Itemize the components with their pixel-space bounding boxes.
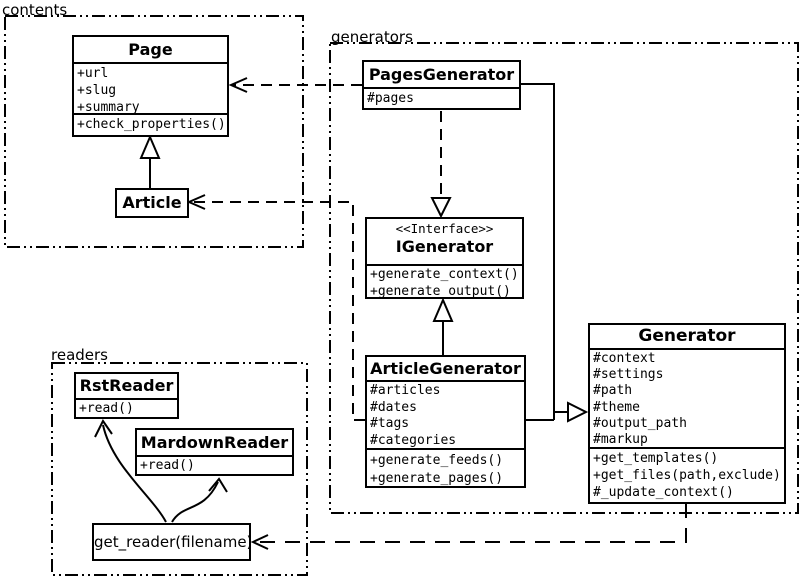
method: +check_properties() — [77, 117, 226, 132]
articlegenerator-article-dependency-arrowhead — [186, 194, 206, 210]
generator-getreader-dependency-line — [256, 503, 687, 543]
attribute: #output_path — [593, 415, 687, 431]
attribute: #context — [593, 351, 656, 366]
contents-package-label: contents — [2, 1, 68, 19]
getreader-mardownreader-arrow-curve — [171, 481, 219, 523]
method: +generate_pages() — [370, 470, 504, 486]
class-page-attributes: +url +slug +summary — [74, 64, 227, 115]
generator-getreader-dependency-arrowhead — [250, 534, 269, 550]
generators-package-label: generators — [331, 28, 413, 46]
pagesgenerator-igenerator-realization-triangle — [430, 197, 452, 219]
method: #_update_context() — [593, 485, 734, 501]
class-pages-generator: PagesGenerator #pages — [362, 60, 521, 110]
class-igenerator-name: IGenerator — [395, 237, 494, 256]
method: +get_templates() — [593, 451, 719, 466]
attribute: #dates — [370, 399, 417, 415]
class-page: Page +url +slug +summary +check_properti… — [72, 35, 229, 137]
class-pages-generator-attributes: #pages — [364, 89, 519, 107]
class-mardown-reader: MardownReader +read() — [135, 428, 294, 476]
class-mardown-reader-methods: +read() — [137, 457, 292, 474]
class-mardown-reader-name: MardownReader — [137, 430, 292, 457]
class-article-generator-attributes: #articles #dates #tags #categories — [367, 382, 524, 448]
attribute: #articles — [370, 383, 441, 398]
method: +generate_feeds() — [370, 453, 504, 468]
attribute: #pages — [367, 91, 414, 106]
class-igenerator-methods: +generate_context() +generate_output() — [367, 266, 522, 300]
class-rst-reader: RstReader +read() — [74, 372, 179, 419]
get-reader-node: get_reader(filename) — [92, 523, 253, 561]
attribute: +slug — [77, 83, 117, 98]
pagesgenerator-page-dependency-arrowhead — [228, 77, 248, 93]
readers-package-label: readers — [51, 346, 108, 364]
class-page-methods: +check_properties() — [74, 113, 227, 134]
attribute: +summary — [77, 100, 140, 115]
getreader-rstreader-arrowhead — [94, 419, 113, 438]
attribute: #theme — [593, 399, 640, 415]
attribute: +url — [77, 66, 109, 81]
class-article-generator: ArticleGenerator #articles #dates #tags … — [365, 355, 526, 488]
contents-package-border — [4, 15, 304, 248]
method: +read() — [140, 458, 195, 473]
class-article-name: Article — [122, 193, 182, 212]
pagesgenerator-generator-inheritance-line — [520, 83, 555, 420]
class-generator-attributes: #context #settings #path #theme #output_… — [590, 350, 784, 447]
class-generator: Generator #context #settings #path #them… — [588, 323, 786, 504]
class-article-generator-methods: +generate_feeds() +generate_pages() — [367, 448, 524, 487]
class-generator-name: Generator — [590, 325, 784, 350]
class-rst-reader-methods: +read() — [76, 400, 177, 417]
method: +generate_context() — [370, 267, 519, 282]
method: +get_files(path,exclude) — [593, 468, 781, 484]
articlegenerator-article-dependency-line — [191, 201, 365, 421]
method: +generate_output() — [370, 283, 511, 299]
attribute: #tags — [370, 416, 410, 431]
class-igenerator: <<Interface>> IGenerator +generate_conte… — [365, 217, 524, 299]
getreader-mardownreader-arrowhead — [208, 477, 228, 493]
class-article-generator-name: ArticleGenerator — [367, 357, 524, 382]
class-page-name: Page — [74, 37, 227, 64]
article-page-inheritance-triangle — [139, 134, 161, 159]
class-article: Article — [115, 188, 189, 218]
readers-package-border — [51, 362, 308, 576]
get-reader-label: get_reader(filename) — [94, 533, 253, 551]
getreader-rstreader-arrow-curve — [102, 424, 167, 523]
attribute: #path — [593, 383, 633, 399]
class-rst-reader-name: RstReader — [76, 374, 177, 400]
class-generator-methods: +get_templates() +get_files(path,exclude… — [590, 447, 784, 502]
attribute: #categories — [370, 432, 457, 448]
articlegenerator-igenerator-inheritance-triangle — [432, 297, 454, 322]
generator-inheritance-triangle — [567, 401, 589, 423]
attribute: #settings — [593, 367, 664, 383]
attribute: #markup — [593, 432, 648, 448]
class-igenerator-header: <<Interface>> IGenerator — [367, 219, 522, 266]
class-igenerator-stereotype: <<Interface>> — [395, 221, 494, 236]
method: +read() — [79, 401, 134, 416]
generators-package-border — [329, 42, 799, 514]
class-pages-generator-name: PagesGenerator — [364, 62, 519, 89]
